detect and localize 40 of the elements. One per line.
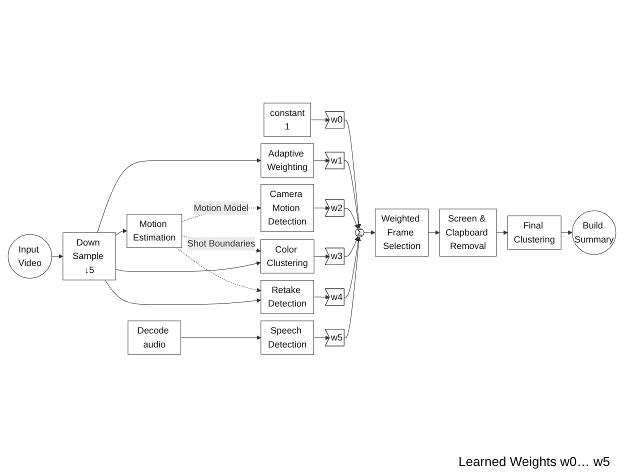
arrow — [344, 236, 358, 258]
node-box: Retake Detection — [260, 280, 314, 314]
arrow — [344, 120, 362, 229]
node-box: Screen & Clapboard Removal — [439, 209, 497, 257]
arrow — [314, 206, 330, 211]
arrow — [344, 160, 361, 229]
arrow — [116, 262, 261, 272]
arrow — [314, 158, 330, 164]
arrow — [428, 230, 440, 236]
arrow — [364, 230, 376, 236]
node-box: Final Clustering — [507, 216, 562, 250]
arrow — [560, 230, 572, 236]
arrow — [314, 336, 330, 340]
node-box: Camera Motion Detection — [260, 184, 314, 232]
arrow — [314, 254, 330, 259]
node-box: Adaptive Weighting — [260, 144, 314, 178]
node-box: constant 1 — [264, 103, 311, 138]
node-circle: Input Video — [8, 234, 52, 279]
arrow — [344, 237, 362, 338]
arrow — [496, 230, 508, 236]
node-box: Motion Estimation — [126, 214, 182, 248]
arrow — [310, 118, 330, 122]
node-box: Decode audio — [128, 320, 182, 355]
arrow — [116, 228, 128, 236]
edge-label: Shot Boundaries — [187, 238, 256, 249]
node-box: Down Sample ↓5 — [62, 232, 116, 280]
arrow — [176, 248, 262, 292]
edge-label: Motion Model — [194, 202, 249, 214]
arrow — [104, 280, 262, 306]
node-box: Speech Detection — [260, 320, 314, 355]
node-box: Color Clustering — [260, 240, 314, 274]
arrow — [344, 208, 359, 230]
node-box: Weighted Frame Selection — [374, 209, 429, 257]
arrow — [180, 336, 262, 340]
arrow — [52, 254, 64, 259]
arrow — [314, 295, 330, 300]
arrow — [344, 236, 361, 298]
note-text: Learned Weights w0… w5 — [457, 454, 610, 469]
node-circle: Build Summary — [572, 210, 616, 255]
node-circle: Σ — [355, 228, 364, 238]
